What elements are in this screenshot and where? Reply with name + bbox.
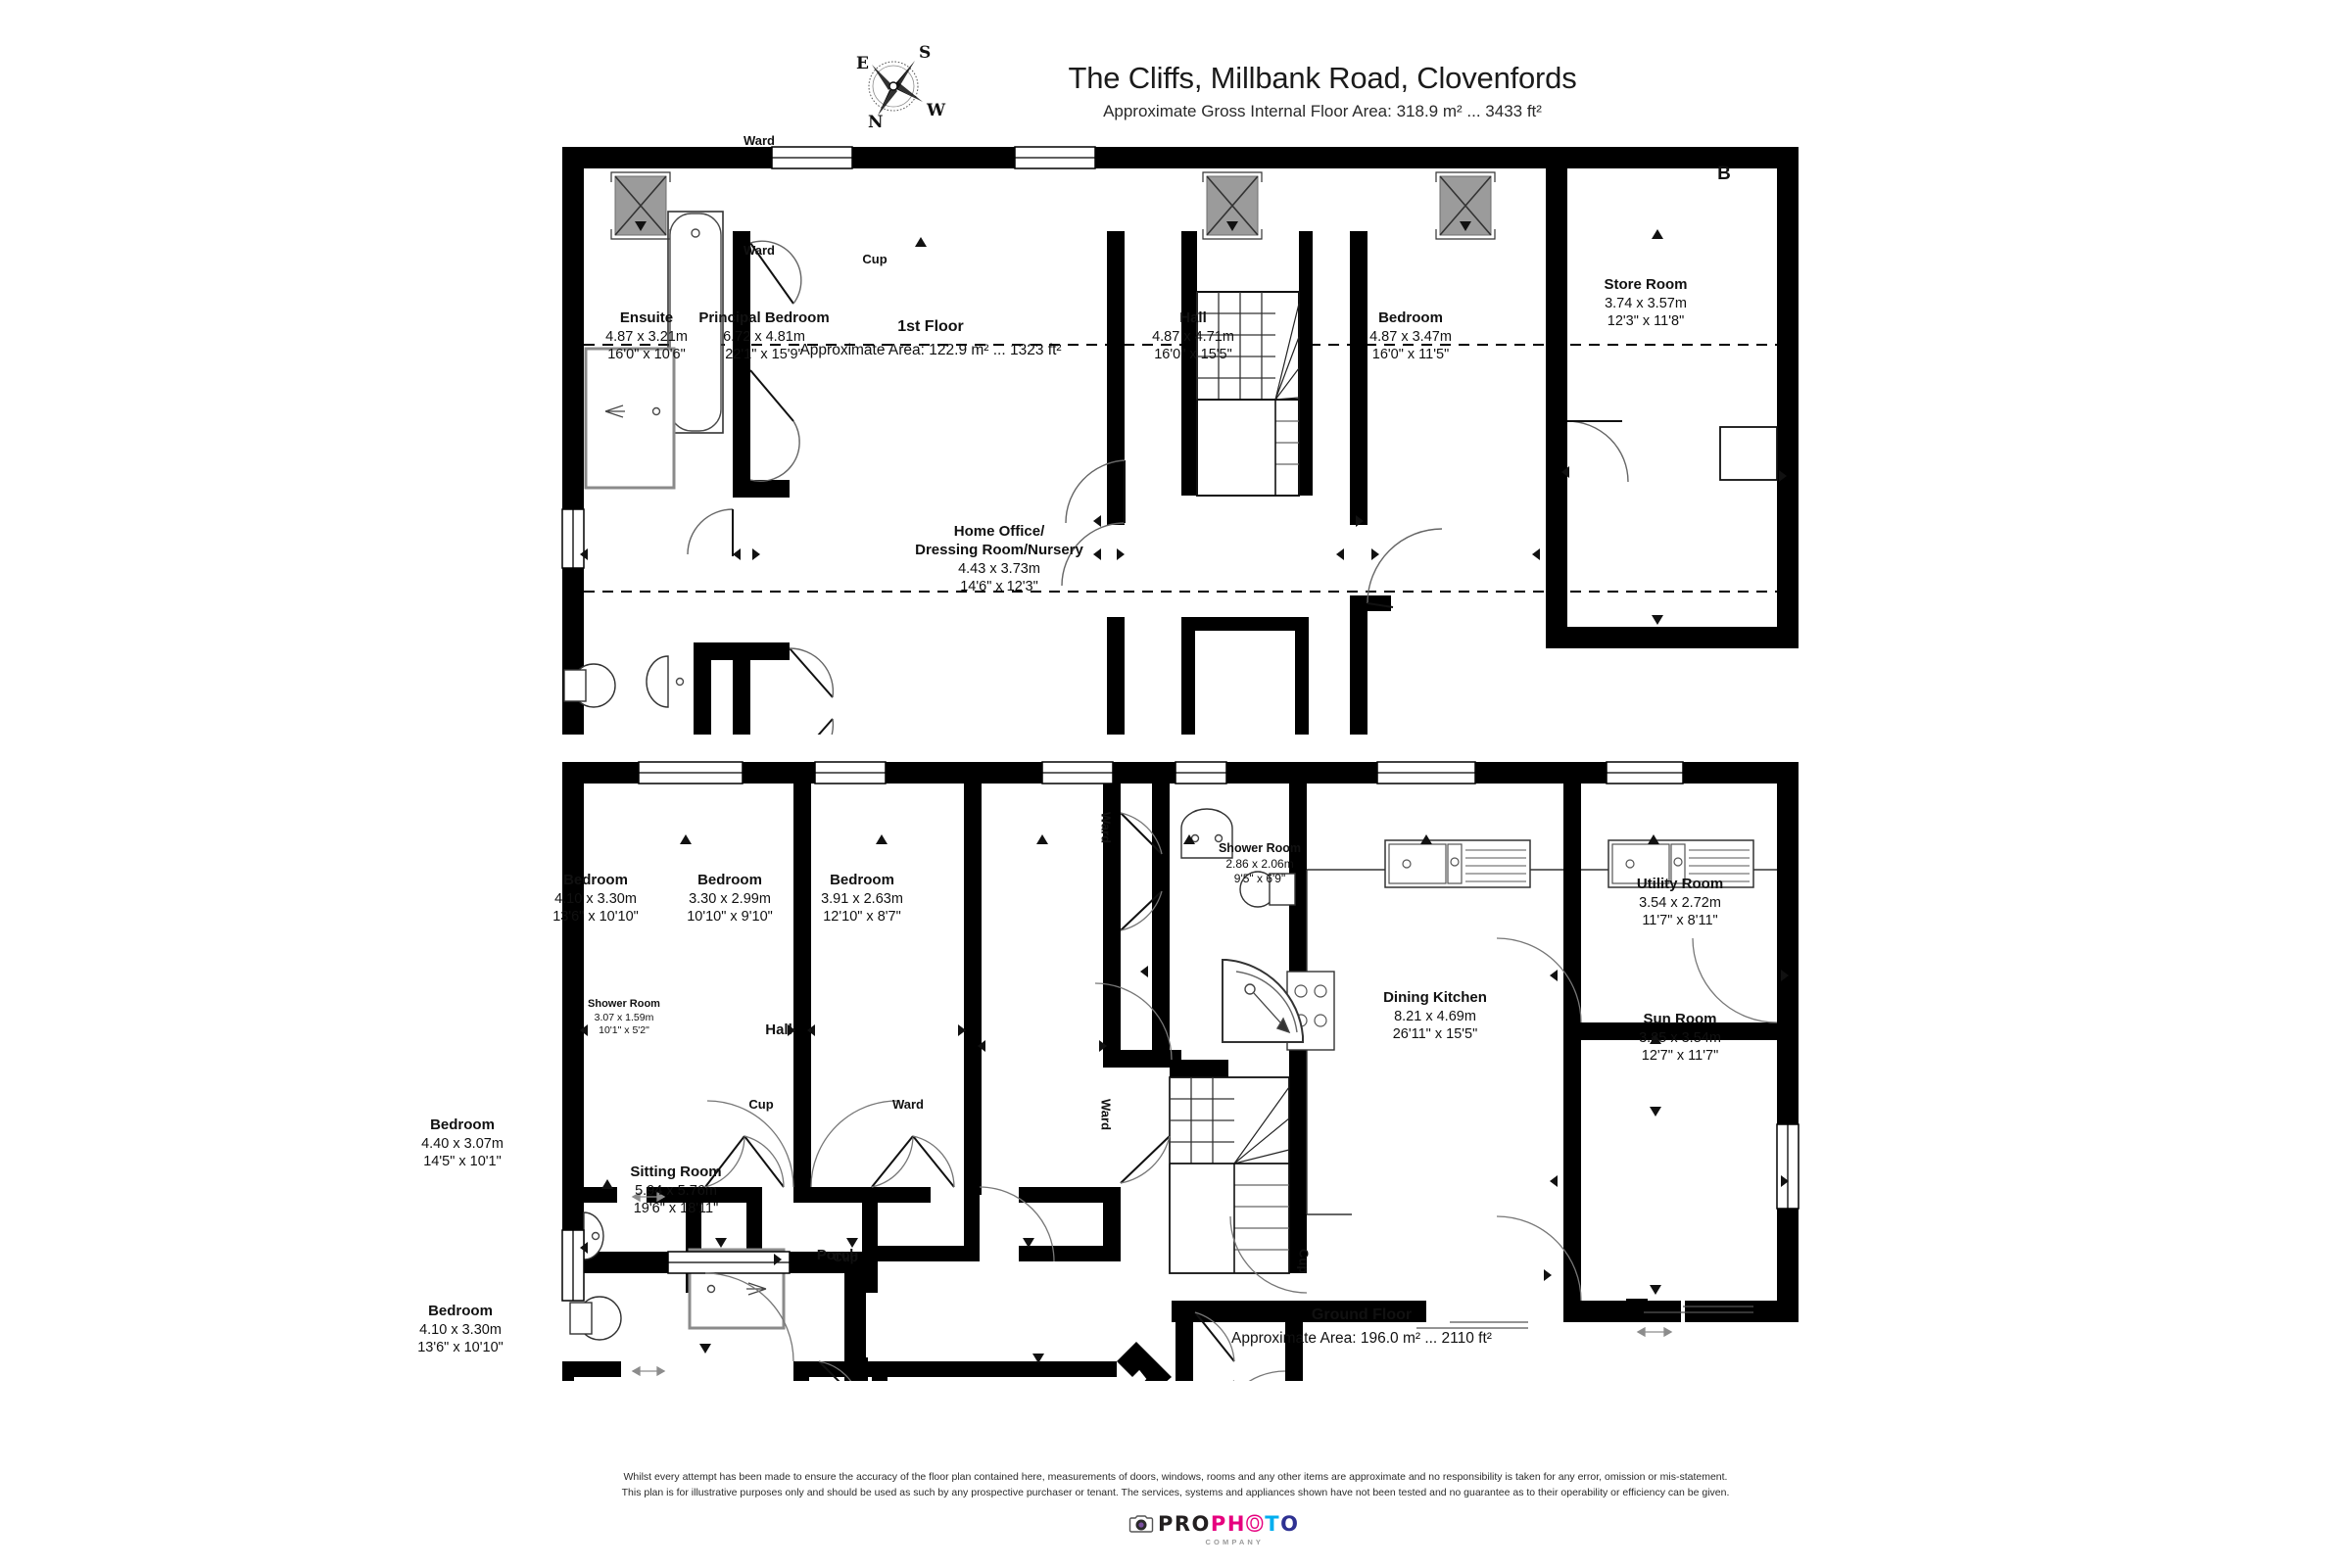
gf-opening-arrows: [631, 1191, 1673, 1377]
ff-ensuite-fixtures: [563, 211, 724, 708]
gf-sitting-room-walls: [844, 1357, 868, 1381]
logo-text-ph: PH: [1210, 1512, 1246, 1536]
gf-bottom-windows: [667, 1251, 791, 1274]
gross-floor-area: Approximate Gross Internal Floor Area: 3…: [1103, 102, 1542, 120]
gf-doors: [704, 812, 1778, 1381]
logo-text-o2: O: [1280, 1512, 1300, 1536]
ff-staircase: [1196, 291, 1300, 497]
camera-icon: [1128, 1513, 1154, 1535]
compass-label-w: W: [926, 101, 946, 120]
gf-door-markers: [580, 834, 1789, 1363]
gf-internal-walls: [562, 784, 1785, 1381]
gf-dining-bottom-door: [1416, 1321, 1528, 1329]
gf-sun-room-bottom-door: [1644, 1306, 1753, 1313]
room-label-gf-bedroom-1: Bedroom 4.10 x 3.30m 13'6" x 10'10": [417, 1303, 504, 1356]
gf-lower-walls: [1626, 1299, 1648, 1322]
page-header: S E N W The Cliffs, Millbank Road, Clove…: [0, 0, 2351, 137]
logo-text-t: T: [1265, 1512, 1281, 1536]
ff-windows: [771, 146, 1096, 169]
logo-text-pro: PRO: [1158, 1512, 1211, 1536]
page-title: The Cliffs, Millbank Road, Clovenfords: [1068, 61, 1577, 95]
first-floor-area-label: 1st Floor Approximate Area: 122.9 m² ...…: [799, 318, 1062, 358]
gf-hall-angled-walls: [888, 1342, 1172, 1381]
logo-text-o1: O: [1245, 1512, 1266, 1536]
first-floor-plan: [549, 127, 1822, 735]
gf-kitchen-counters: [1306, 869, 1777, 1215]
ff-walls: [562, 147, 1799, 735]
gf-utility-sink-icon: [1607, 839, 1754, 888]
disclaimer-line-1: Whilst every attempt has been made to en…: [623, 1471, 1728, 1483]
gf-shower-room-fixtures: [1180, 808, 1304, 1043]
prophoto-logo: PROPHOTO COMPANY: [1128, 1511, 1298, 1552]
gf-left-windows: [561, 1229, 585, 1302]
ff-rooflights: [610, 171, 1496, 240]
ff-ensuite-window: [561, 508, 585, 569]
compass-label-n: N: [868, 113, 884, 131]
ff-doors: [687, 240, 1629, 735]
ground-floor-plan: [549, 744, 1822, 1381]
ff-door-markers: [580, 229, 1787, 625]
gf-staircase: [1169, 1076, 1290, 1274]
gf-kitchen-sink-icon: [1384, 839, 1531, 888]
disclaimer-line-2: This plan is for illustrative purposes o…: [621, 1487, 1730, 1499]
compass-rose-icon: S E N W: [839, 41, 948, 132]
ff-boiler-box: [1719, 426, 1778, 481]
ground-floor-area-label: Ground Floor Approximate Area: 196.0 m² …: [1231, 1307, 1492, 1347]
disclaimer: Whilst every attempt has been made to en…: [0, 1469, 2351, 1501]
room-label-gf-bedroom-4: Bedroom 4.40 x 3.07m 14'5" x 10'1": [421, 1117, 504, 1170]
ff-slope-lines: [584, 344, 1777, 593]
gf-sun-room-windows: [1776, 1123, 1799, 1210]
compass-label-e: E: [856, 54, 869, 73]
logo-subtext: COMPANY: [1205, 1538, 1264, 1546]
gf-top-windows: [638, 761, 1684, 784]
compass-label-s: S: [919, 43, 931, 63]
